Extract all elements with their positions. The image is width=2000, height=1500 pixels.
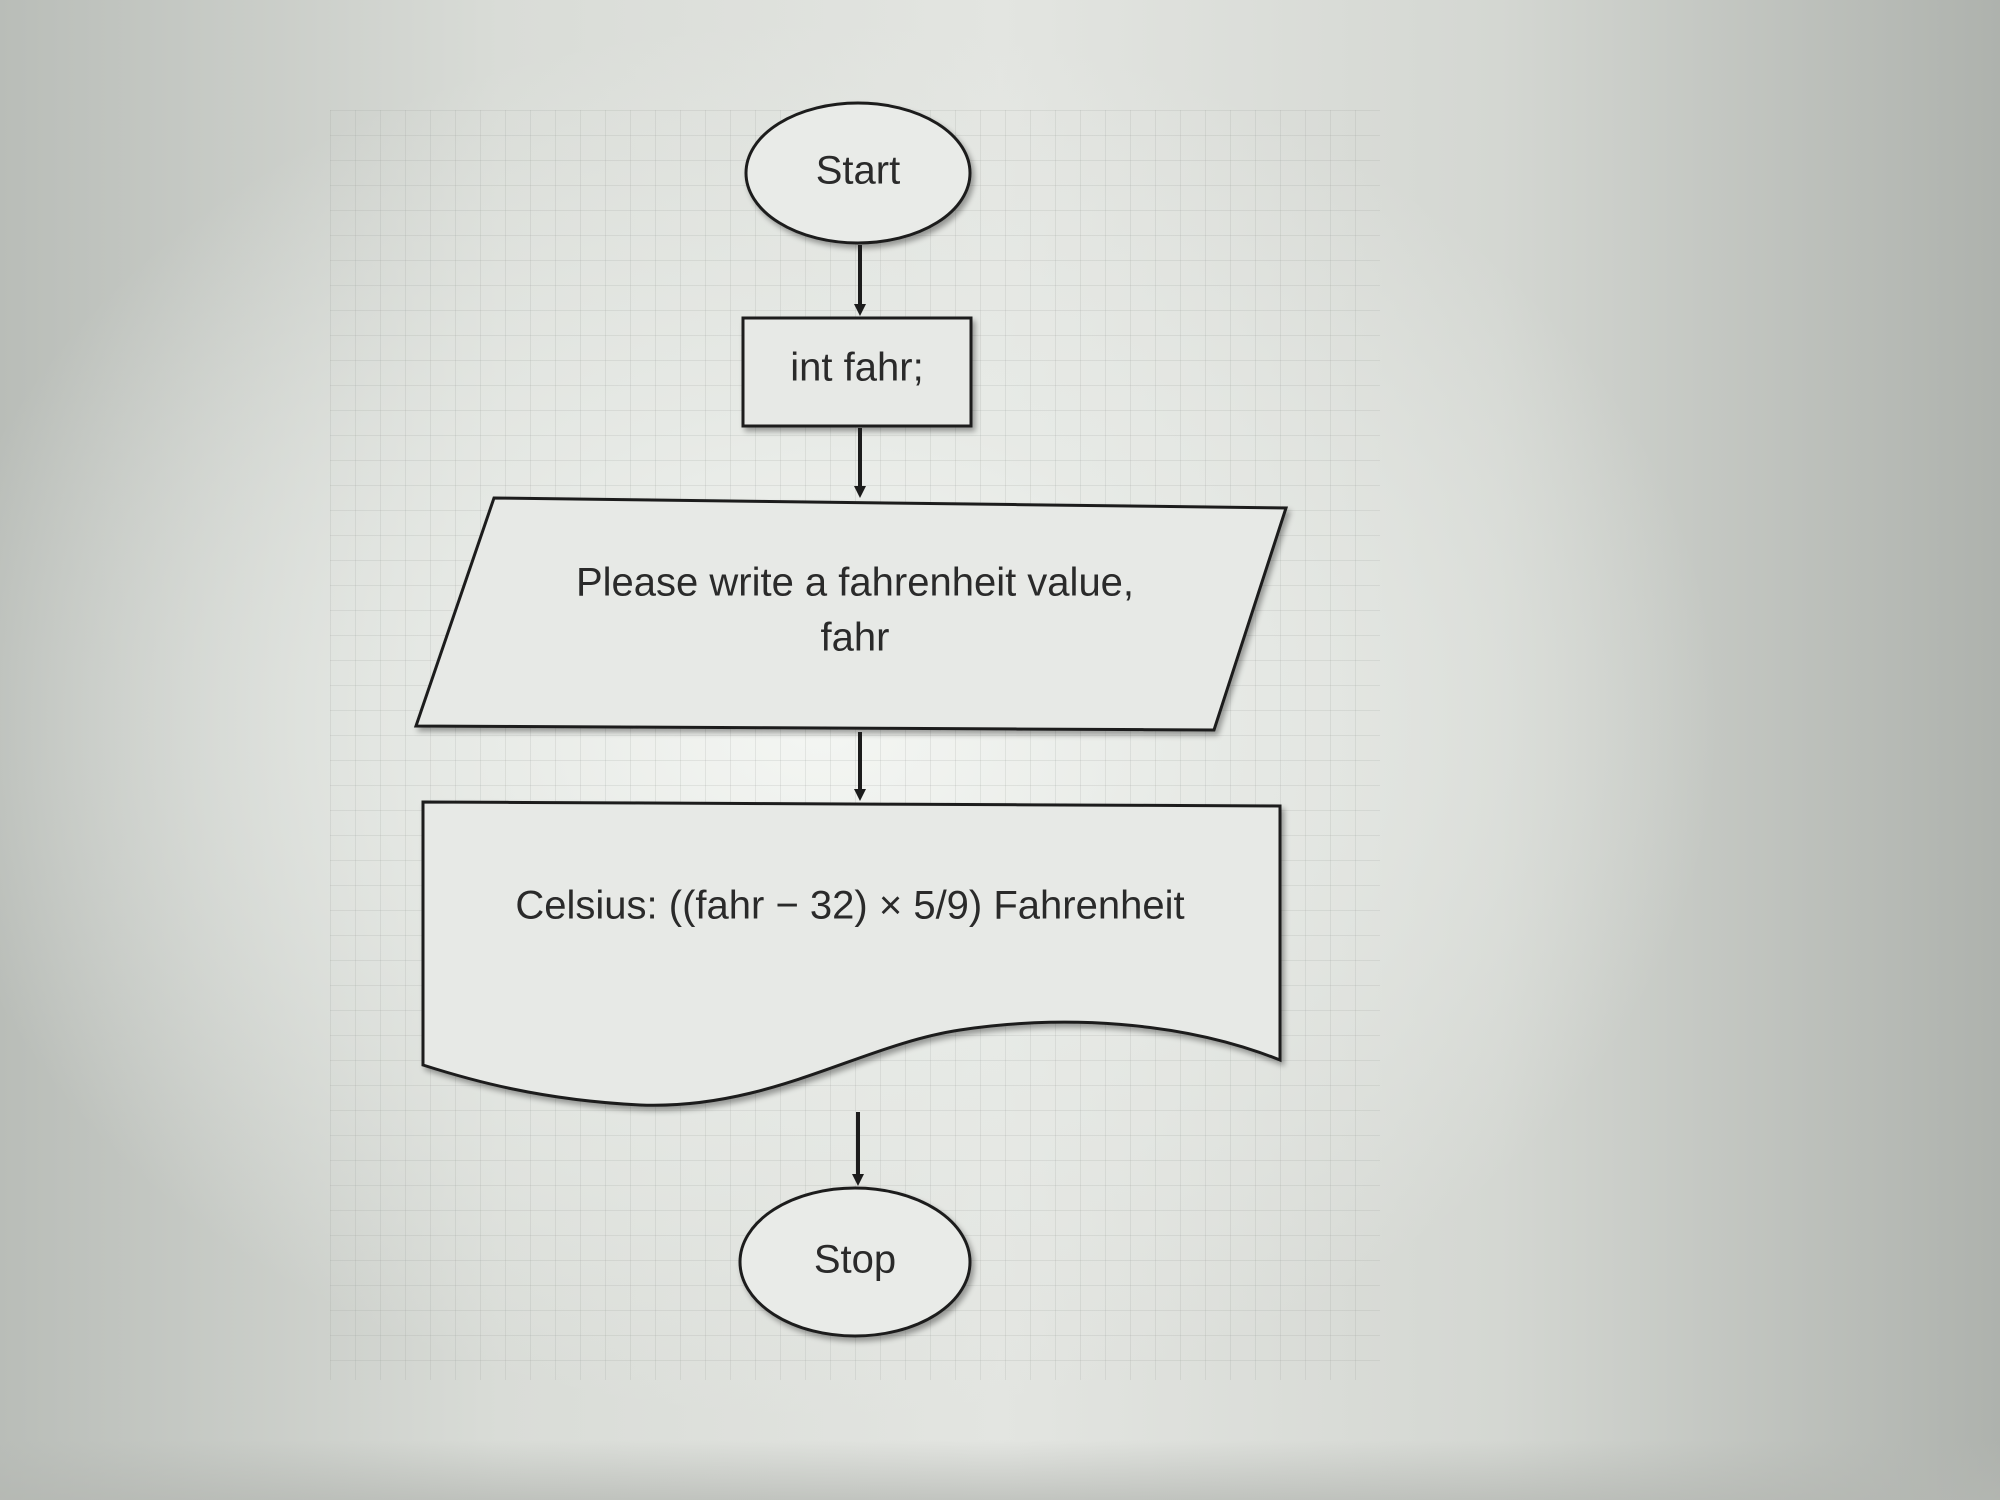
output-document-shape (421, 800, 1282, 1107)
input-node: Please write a fahrenheit value, fahr (413, 496, 1289, 732)
stop-label: Stop (814, 1238, 896, 1282)
declare-rect (741, 316, 973, 428)
output-label: Celsius: ((fahr − 32) × 5/9) Fahrenheit (515, 884, 1184, 928)
start-ellipse (744, 101, 972, 245)
declare-node: int fahr; (741, 316, 973, 428)
stop-ellipse (738, 1186, 972, 1338)
start-label: Start (816, 149, 900, 193)
output-node: Celsius: ((fahr − 32) × 5/9) Fahrenheit (421, 800, 1282, 1107)
input-label-line2: fahr (821, 616, 890, 660)
input-label-line1: Please write a fahrenheit value, (576, 561, 1134, 605)
stop-node: Stop (738, 1186, 972, 1338)
input-parallelogram (413, 496, 1289, 732)
screen-bottom-edge (0, 1440, 2000, 1500)
start-node: Start (744, 101, 972, 245)
declare-label: int fahr; (790, 346, 923, 390)
